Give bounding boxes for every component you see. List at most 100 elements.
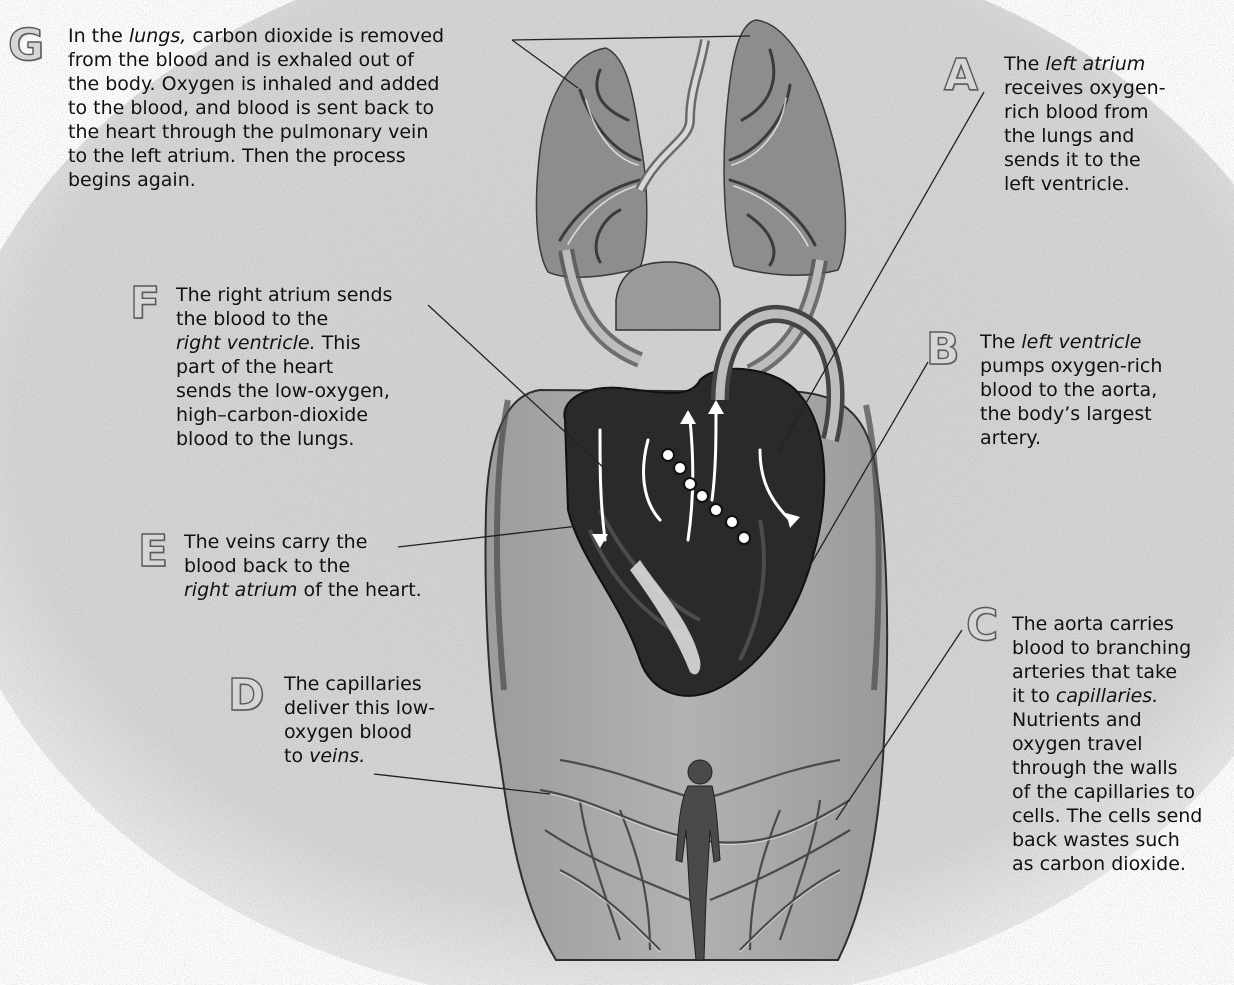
- callout-line: In the lungs, carbon dioxide is removed: [68, 24, 444, 48]
- text-run: oxygen travel: [1012, 733, 1142, 755]
- callout-line: oxygen blood: [284, 720, 435, 744]
- callout-line: pumps oxygen-rich: [980, 354, 1162, 378]
- callout-line: Nutrients and: [1012, 708, 1202, 732]
- callout-line: The veins carry the: [184, 530, 422, 554]
- callout-line: it to capillaries.: [1012, 684, 1202, 708]
- emphasized-term: left atrium: [1045, 53, 1145, 75]
- callout-letter-d: D: [228, 674, 265, 718]
- callout-line: blood back to the: [184, 554, 422, 578]
- callout-letter-f: F: [130, 282, 160, 326]
- callout-line: the body. Oxygen is inhaled and added: [68, 72, 444, 96]
- callout-line: The left atrium: [1004, 52, 1166, 76]
- text-run: rich blood from: [1004, 101, 1149, 123]
- callout-line: from the blood and is exhaled out of: [68, 48, 444, 72]
- emphasized-term: capillaries.: [1056, 685, 1158, 707]
- callout-line: arteries that take: [1012, 660, 1202, 684]
- text-run: back wastes such: [1012, 829, 1180, 851]
- text-run: arteries that take: [1012, 661, 1177, 683]
- callout-letter-e: E: [138, 530, 168, 574]
- callout-line: to the left atrium. Then the process: [68, 144, 444, 168]
- text-run: The veins carry the: [184, 531, 367, 553]
- text-run: blood to branching: [1012, 637, 1191, 659]
- emphasized-term: veins.: [309, 745, 365, 767]
- callout-line: The aorta carries: [1012, 612, 1202, 636]
- text-run: artery.: [980, 427, 1041, 449]
- text-run: the blood to the: [176, 308, 328, 330]
- text-run: begins again.: [68, 169, 196, 191]
- callout-line: right ventricle. This: [176, 331, 392, 355]
- text-run: blood back to the: [184, 555, 350, 577]
- emphasized-term: right atrium: [184, 579, 297, 601]
- callout-line: sends it to the: [1004, 148, 1166, 172]
- text-run: The right atrium sends: [176, 284, 392, 306]
- callout-line: The capillaries: [284, 672, 435, 696]
- text-run: blood to the lungs.: [176, 428, 354, 450]
- emphasized-term: lungs,: [129, 25, 186, 47]
- text-run: it to: [1012, 685, 1056, 707]
- text-run: to the blood, and blood is sent back to: [68, 97, 434, 119]
- callout-line: begins again.: [68, 168, 444, 192]
- text-run: The: [1004, 53, 1045, 75]
- callout-line: sends the low-oxygen,: [176, 379, 392, 403]
- text-run: The: [980, 331, 1021, 353]
- text-run: the lungs and: [1004, 125, 1134, 147]
- text-run: receives oxygen-: [1004, 77, 1166, 99]
- text-run: pumps oxygen-rich: [980, 355, 1162, 377]
- callout-text-f: The right atrium sendsthe blood to theri…: [176, 283, 392, 451]
- callout-line: The right atrium sends: [176, 283, 392, 307]
- text-run: to the left atrium. Then the process: [68, 145, 406, 167]
- callout-line: through the walls: [1012, 756, 1202, 780]
- text-run: The aorta carries: [1012, 613, 1174, 635]
- text-run: through the walls: [1012, 757, 1178, 779]
- callout-line: blood to branching: [1012, 636, 1202, 660]
- text-run: cells. The cells send: [1012, 805, 1202, 827]
- text-run: oxygen blood: [284, 721, 412, 743]
- text-run: from the blood and is exhaled out of: [68, 49, 414, 71]
- callout-line: right atrium of the heart.: [184, 578, 422, 602]
- callout-line: to the blood, and blood is sent back to: [68, 96, 444, 120]
- callout-line: as carbon dioxide.: [1012, 852, 1202, 876]
- text-run: Nutrients and: [1012, 709, 1142, 731]
- callout-line: part of the heart: [176, 355, 392, 379]
- text-run: The capillaries: [284, 673, 422, 695]
- text-run: to: [284, 745, 309, 767]
- callout-line: artery.: [980, 426, 1162, 450]
- emphasized-term: left ventricle: [1021, 331, 1141, 353]
- callout-line: high–carbon-dioxide: [176, 403, 392, 427]
- callout-line: the lungs and: [1004, 124, 1166, 148]
- callout-line: cells. The cells send: [1012, 804, 1202, 828]
- callout-line: the blood to the: [176, 307, 392, 331]
- text-run: This: [316, 332, 361, 354]
- text-run: of the capillaries to: [1012, 781, 1195, 803]
- text-run: the body. Oxygen is inhaled and added: [68, 73, 439, 95]
- text-run: left ventricle.: [1004, 173, 1130, 195]
- text-run: deliver this low-: [284, 697, 435, 719]
- emphasized-term: right ventricle.: [176, 332, 316, 354]
- text-run: the body’s largest: [980, 403, 1152, 425]
- callout-line: back wastes such: [1012, 828, 1202, 852]
- text-run: In the: [68, 25, 129, 47]
- callout-line: to veins.: [284, 744, 435, 768]
- text-run: sends it to the: [1004, 149, 1141, 171]
- text-run: sends the low-oxygen,: [176, 380, 390, 402]
- callout-line: the body’s largest: [980, 402, 1162, 426]
- text-run: of the heart.: [297, 579, 421, 601]
- text-run: carbon dioxide is removed: [186, 25, 444, 47]
- callout-letter-g: G: [8, 24, 44, 68]
- callout-letter-c: C: [966, 604, 998, 648]
- callout-letter-a: A: [944, 54, 978, 98]
- text-run: as carbon dioxide.: [1012, 853, 1186, 875]
- callout-line: oxygen travel: [1012, 732, 1202, 756]
- callout-line: receives oxygen-: [1004, 76, 1166, 100]
- text-run: the heart through the pulmonary vein: [68, 121, 428, 143]
- callout-text-d: The capillariesdeliver this low-oxygen b…: [284, 672, 435, 768]
- callout-line: left ventricle.: [1004, 172, 1166, 196]
- callout-line: of the capillaries to: [1012, 780, 1202, 804]
- text-run: high–carbon-dioxide: [176, 404, 368, 426]
- callout-line: blood to the lungs.: [176, 427, 392, 451]
- callout-line: The left ventricle: [980, 330, 1162, 354]
